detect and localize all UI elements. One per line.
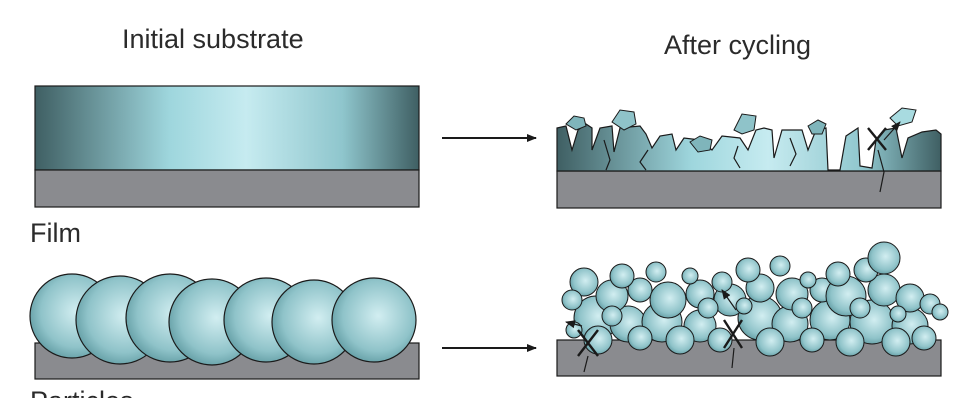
initial-particles-panel (29, 273, 420, 380)
cycled-film-panel (556, 107, 942, 209)
particle-fragment (911, 325, 937, 351)
particle-fragment (889, 305, 907, 323)
particle-fragment (649, 281, 687, 319)
particle-fragment (735, 297, 753, 315)
cycled-film-substrate (556, 170, 942, 209)
particle-fragment (769, 255, 791, 277)
pointer-arrow (565, 320, 583, 329)
crack-line (639, 149, 649, 171)
cycled-particles-substrate (556, 339, 942, 377)
particle-fragment (735, 257, 761, 283)
flake (889, 107, 917, 127)
particle-fragment (931, 303, 949, 321)
pointer-arrow (721, 289, 737, 311)
contact-loss-mark (577, 329, 599, 357)
pointer-arrow (883, 121, 901, 141)
contact-loss-mark (722, 319, 744, 349)
particle-fragment (645, 261, 667, 283)
particle-fragment (627, 325, 653, 351)
crack-line (877, 149, 885, 193)
particle-fragment (697, 297, 719, 319)
film-label: Film (30, 218, 81, 248)
crack-line (789, 137, 797, 167)
particle-fragment (561, 289, 583, 311)
contact-loss-mark (867, 127, 887, 151)
particle-fragment (799, 271, 817, 289)
crack-line (733, 145, 741, 169)
flake (733, 113, 757, 135)
particle-fragment (849, 297, 871, 319)
particle-fragment (711, 271, 733, 293)
cycled-particles-panel (556, 241, 949, 377)
particle-fragment (791, 297, 813, 319)
particle-fragment (799, 327, 825, 353)
initial-film-layer (34, 85, 420, 171)
initial-film-panel (34, 85, 420, 208)
flake (807, 119, 827, 135)
initial-film-substrate (34, 169, 420, 208)
particle-fragment (881, 327, 911, 357)
particle-fragment (825, 261, 851, 287)
flake (611, 109, 637, 131)
particle-fragment (601, 305, 623, 327)
initial-substrate-title: Initial substrate (122, 24, 304, 54)
crack-line (603, 139, 611, 171)
particle-fragment (835, 327, 865, 357)
flake (565, 115, 587, 131)
crack-line (731, 347, 735, 369)
crack-line (583, 355, 589, 373)
particles-label: Particles (30, 384, 134, 398)
after-cycling-title: After cycling (664, 30, 812, 60)
flake (689, 135, 713, 153)
particle (331, 277, 417, 363)
particle-fragment (681, 267, 699, 285)
particle-fragment (867, 241, 901, 275)
particle-fragment (755, 327, 785, 357)
particle-fragment (665, 325, 695, 355)
particle-fragment (627, 277, 653, 303)
cycled-particles-marks (565, 289, 744, 373)
particle-fragment (569, 267, 599, 297)
particle-fragment (609, 263, 635, 289)
